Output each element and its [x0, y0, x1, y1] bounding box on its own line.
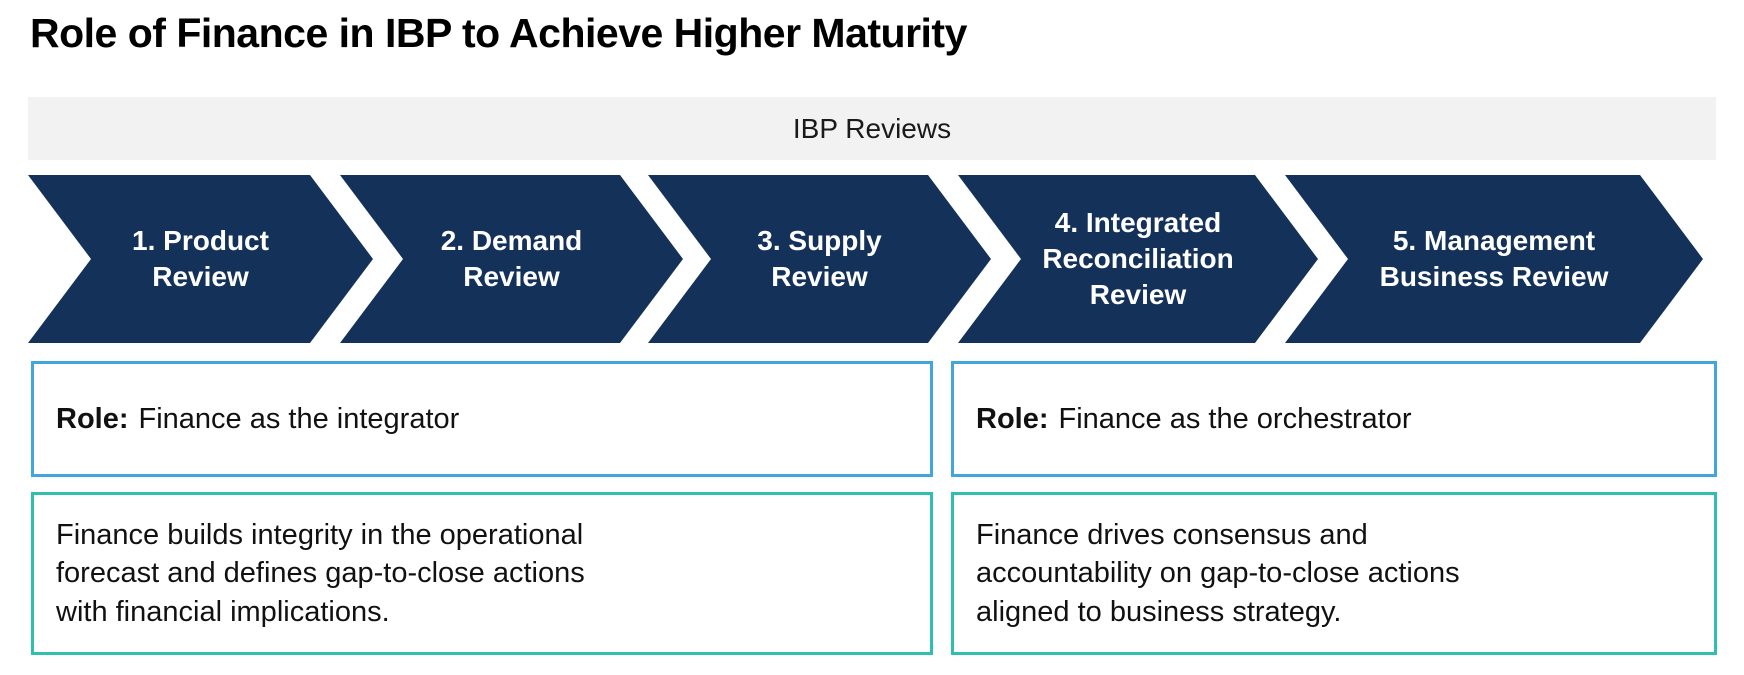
chevron-label-line: Review — [152, 261, 249, 292]
chevron-label-line: 5. Management — [1392, 225, 1596, 257]
description-line: accountability on gap-to-close actions — [976, 557, 1460, 590]
description-box-orchestrator: Finance drives consensus and accountabil… — [951, 492, 1717, 655]
role-box-integrator: Role: Finance as the integrator — [31, 361, 933, 477]
chevron-label-line: 4. Integrated — [1054, 207, 1222, 239]
chevron-label-line: Review — [1089, 278, 1187, 310]
role-text: Finance as the orchestrator — [1058, 402, 1412, 435]
chevron-demand-review: 2. Demand Review — [340, 175, 683, 343]
chevron-integrated-reconciliation-review: 4. Integrated Reconciliation Review — [958, 175, 1318, 343]
role-text: Finance as the integrator — [138, 402, 460, 435]
chevron-label-line: Review — [463, 261, 560, 292]
chevron-management-business-review: 5. Management Business Review — [1285, 175, 1703, 343]
description-line: forecast and defines gap-to-close action… — [56, 557, 585, 590]
description-line: aligned to business strategy. — [976, 595, 1342, 628]
role-label: Role: — [56, 402, 129, 435]
role-label: Role: — [976, 402, 1049, 435]
chevron-label-line: 3. Supply — [757, 225, 882, 257]
chevron-product-review: 1. Product Review — [28, 175, 373, 343]
chevron-label-line: Review — [771, 261, 868, 292]
ibp-reviews-label: IBP Reviews — [792, 112, 952, 144]
role-box-orchestrator: Role: Finance as the orchestrator — [951, 361, 1717, 477]
description-box-integrator: Finance builds integrity in the operatio… — [31, 492, 933, 655]
chevron-label-line: Business Review — [1379, 261, 1609, 292]
description-line: Finance drives consensus and — [976, 518, 1368, 551]
chevron-label-line: 2. Demand — [440, 225, 583, 257]
ibp-process-chevron-band: 1. Product Review 2. Demand Review 3. Su… — [0, 175, 1744, 343]
description-line: with financial implications. — [56, 595, 390, 628]
description-line: Finance builds integrity in the operatio… — [56, 518, 584, 551]
chevron-supply-review: 3. Supply Review — [648, 175, 991, 343]
ibp-reviews-header-bar: IBP Reviews — [28, 97, 1716, 160]
chevron-label-line: Reconciliation — [1042, 243, 1234, 275]
chevron-label-line: 1. Product — [132, 225, 269, 257]
page-title: Role of Finance in IBP to Achieve Higher… — [30, 10, 967, 56]
